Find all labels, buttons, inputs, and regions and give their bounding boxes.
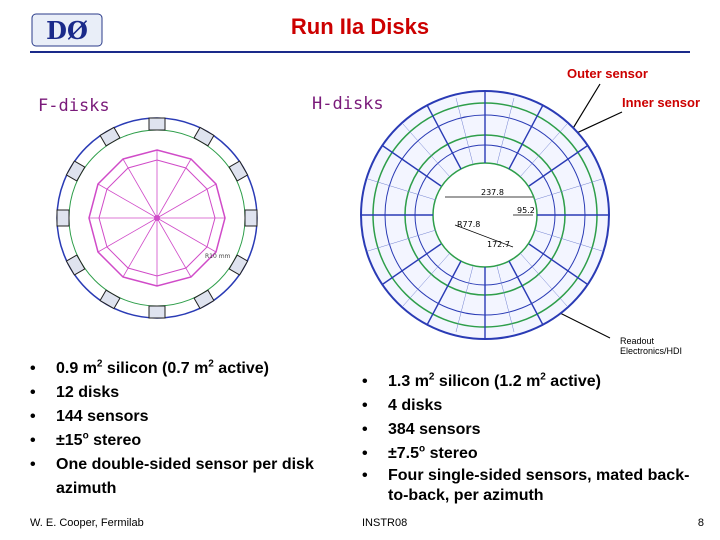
dim-r77-8: R77.8 [457,220,480,229]
f-bullet-stereo: ±15o stereo [30,429,320,453]
h-disk-drawing: 237.8 95.2 R77.8 172.7 [360,90,610,340]
h-disk-sector-lines [361,91,609,339]
dim-95-2: 95.2 [517,206,535,215]
footer-author: W. E. Cooper, Fermilab [30,517,144,529]
h-bullet-sensors: 384 sensors [362,418,702,442]
dim-237-8: 237.8 [481,188,504,197]
readout-arrow [557,311,611,339]
f-bullet-azimuth: One double-sided sensor per disk azimuth [30,453,320,501]
f-bullet-silicon: 0.9 m2 silicon (0.7 m2 active) [30,357,320,381]
logo-text: DØ [46,16,88,45]
h-bullet-silicon: 1.3 m2 silicon (1.2 m2 active) [362,370,702,394]
f-bullet-disks: 12 disks [30,381,320,405]
footer-event: INSTR08 [362,517,408,529]
title-rule [30,51,690,53]
h-bullet-disks: 4 disks [362,394,702,418]
h-disks-label: H-disks [312,94,384,114]
slide-title: Run IIa Disks [290,14,430,39]
outer-sensor-arrow [571,83,601,131]
outer-sensor-label: Outer sensor [567,66,648,81]
h-bullet-stereo: ±7.5o stereo [362,442,702,466]
f-disks-bullet-list: 0.9 m2 silicon (0.7 m2 active) 12 disks … [30,357,320,501]
dzero-logo: DØ [31,13,103,47]
dim-172-7: 172.7 [487,240,510,249]
f-disks-label: F-disks [38,96,110,116]
f-disk-module-ring [56,117,258,319]
f-bullet-sensors: 144 sensors [30,405,320,429]
page-number: 8 [697,517,704,529]
f-disk-drawing: R10 mm [56,117,258,319]
h-disk-strip-lines [367,97,603,333]
h-disks-bullet-list: 1.3 m2 silicon (1.2 m2 active) 4 disks 3… [362,370,702,506]
f-disk-scale-note: R10 mm [205,253,231,260]
inner-sensor-label: Inner sensor [622,95,701,110]
readout-label: Readout Electronics/HDI [620,336,683,356]
h-bullet-azimuth: Four single-sided sensors, mated back-to… [362,466,702,506]
